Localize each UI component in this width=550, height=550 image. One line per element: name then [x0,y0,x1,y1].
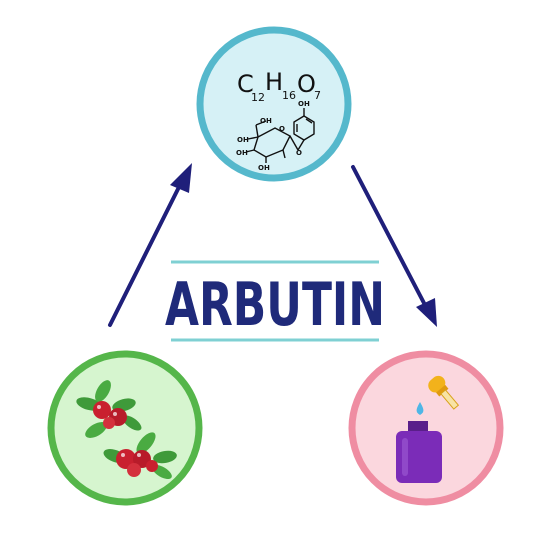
bearberry-icon [76,380,177,479]
left-circle [47,350,203,506]
formula-c-sub: 12 [251,91,265,104]
structure-labels: OH OH OH OH OH O O [236,100,310,172]
label-oh-1: OH [260,117,272,125]
label-oh-2: OH [237,136,249,144]
formula-o-sub: 7 [314,89,321,102]
top-circle-bg [196,26,352,182]
label-oh-3: OH [236,149,248,157]
molecular-formula: C 12 H 16 O 7 [237,68,321,104]
formula-h-sub: 16 [282,89,296,102]
title-block: ARBUTIN [165,260,385,342]
formula-h: H [265,68,283,96]
arrow-right-down [351,165,437,327]
title: ARBUTIN [165,270,385,340]
label-oh-4: OH [258,164,270,172]
molecule-icon [245,108,315,163]
top-circle: C 12 H 16 O 7 OH OH OH [196,26,352,182]
label-o-ring: O [279,125,285,133]
serum-bottle-icon [396,375,460,483]
formula-o: O [297,70,316,98]
right-circle [348,350,504,506]
label-oh-top: OH [298,100,310,108]
arrow-left-up [108,163,192,327]
label-o-link: O [296,149,302,157]
left-circle-bg [47,350,203,506]
formula-c: C [237,70,254,98]
